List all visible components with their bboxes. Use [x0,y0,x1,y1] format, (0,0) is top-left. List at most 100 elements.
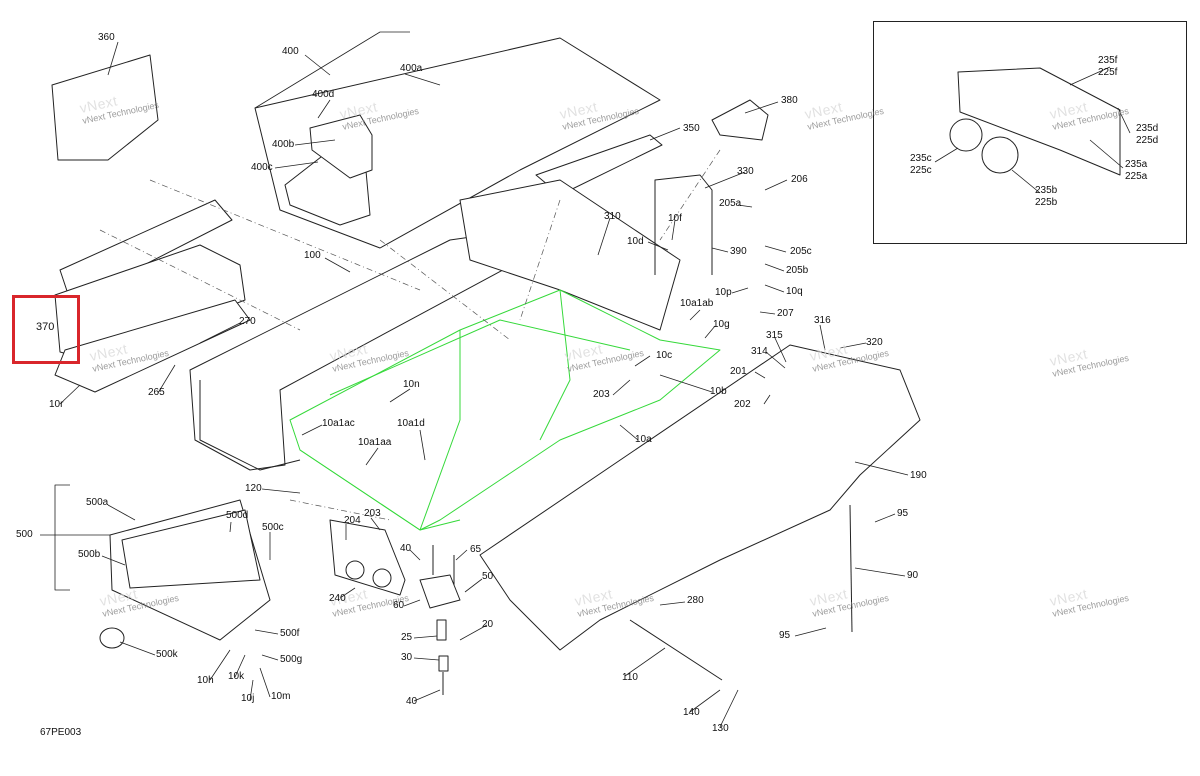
callout-400a[interactable]: 400a [400,63,423,74]
callout-314[interactable]: 314 [751,346,768,357]
inset-light-parts [949,67,1121,176]
callout-360[interactable]: 360 [98,32,115,43]
callout-60[interactable]: 60 [393,600,405,611]
callout-120[interactable]: 120 [245,483,262,494]
callout-10c[interactable]: 10c [656,350,673,361]
callout-500g[interactable]: 500g [280,654,303,665]
callout-201[interactable]: 201 [730,366,747,377]
callout-235f[interactable]: 235f [1098,55,1118,66]
callout-225c[interactable]: 225c [910,165,932,176]
callout-203[interactable]: 203 [593,389,610,400]
callout-330[interactable]: 330 [737,166,754,177]
callout-500a[interactable]: 500a [86,497,109,508]
hardware-fasteners [419,545,461,695]
callout-10a1d[interactable]: 10a1d [397,418,425,429]
callout-400c[interactable]: 400c [251,162,273,173]
callout-240[interactable]: 240 [329,593,346,604]
callout-110[interactable]: 110 [622,672,638,683]
callout-20[interactable]: 20 [482,619,494,630]
callout-205b[interactable]: 205b [786,265,809,276]
callout-400b[interactable]: 400b [272,139,295,150]
callout-10a1ac[interactable]: 10a1ac [322,418,355,429]
callout-10q[interactable]: 10q [786,286,803,297]
callout-500k[interactable]: 500k [156,649,178,660]
callout-235d[interactable]: 235d [1136,123,1159,134]
part-500-plate-assembly [99,499,271,649]
callout-10a1ab[interactable]: 10a1ab [680,298,714,309]
part-110-rod [629,619,723,681]
callout-40a[interactable]: 40 [400,543,412,554]
callout-204[interactable]: 204 [344,515,361,526]
callout-10h[interactable]: 10h [197,675,214,686]
callout-206[interactable]: 206 [791,174,808,185]
callout-10g[interactable]: 10g [713,319,730,330]
callout-280[interactable]: 280 [687,595,704,606]
callout-10j[interactable]: 10j [241,693,255,704]
callout-10r[interactable]: 10r [49,399,64,410]
callout-10p[interactable]: 10p [715,287,732,298]
callout-10d[interactable]: 10d [627,236,644,247]
part-90-strut [849,504,853,633]
part-240-bracket [329,519,406,596]
callout-10a[interactable]: 10a [635,434,652,445]
callout-350[interactable]: 350 [683,123,700,134]
callout-235b[interactable]: 235b [1035,185,1058,196]
callout-10a1aa[interactable]: 10a1aa [358,437,392,448]
callout-207[interactable]: 207 [777,308,794,319]
part-330-handle [654,174,713,275]
callout-235a[interactable]: 235a [1125,159,1148,170]
callout-10m[interactable]: 10m [271,691,291,702]
callout-10k[interactable]: 10k [228,671,245,682]
callout-500c[interactable]: 500c [262,522,284,533]
alignment-lines [99,149,721,521]
highlight-box-370[interactable] [12,295,80,364]
callout-225b[interactable]: 225b [1035,197,1058,208]
callout-500f[interactable]: 500f [280,628,300,639]
callout-205c[interactable]: 205c [790,246,812,257]
callout-202[interactable]: 202 [734,399,751,410]
leader-lines [40,41,1131,728]
callout-190[interactable]: 190 [910,470,927,481]
group-brackets [54,31,410,591]
callout-315[interactable]: 315 [766,330,783,341]
callout-90[interactable]: 90 [907,570,919,581]
part-10a-green-subframe [289,289,721,531]
callout-65[interactable]: 65 [470,544,482,555]
callout-310[interactable]: 310 [604,211,621,222]
callout-225f[interactable]: 225f [1098,67,1118,78]
callout-10f[interactable]: 10f [668,213,682,224]
callout-10n[interactable]: 10n [403,379,420,390]
callout-100[interactable]: 100 [304,250,321,261]
callout-320[interactable]: 320 [866,337,883,348]
callout-140[interactable]: 140 [683,707,700,718]
callout-30[interactable]: 30 [401,652,413,663]
callout-390[interactable]: 390 [730,246,747,257]
callout-235c[interactable]: 235c [910,153,932,164]
callout-400d[interactable]: 400d [312,89,335,100]
callout-203b[interactable]: 203 [364,508,381,519]
inset-detail-frame [873,21,1187,244]
callout-316[interactable]: 316 [814,315,831,326]
callout-205a[interactable]: 205a [719,198,742,209]
callout-270[interactable]: 270 [239,316,256,327]
callout-500b[interactable]: 500b [78,549,101,560]
callout-225d[interactable]: 225d [1136,135,1159,146]
callout-500d[interactable]: 500d [226,510,249,521]
callout-500[interactable]: 500 [16,529,33,540]
callout-380[interactable]: 380 [781,95,798,106]
callout-130[interactable]: 130 [712,723,729,734]
part-370-skid-plate [54,199,251,393]
callout-10b[interactable]: 10b [710,386,727,397]
callout-225a[interactable]: 225a [1125,171,1148,182]
callout-265[interactable]: 265 [148,387,165,398]
callout-50[interactable]: 50 [482,571,494,582]
callout-95a[interactable]: 95 [897,508,909,519]
main-frame-body [189,179,921,651]
callout-400[interactable]: 400 [282,46,299,57]
callout-40b[interactable]: 40 [406,696,418,707]
callout-25[interactable]: 25 [401,632,413,643]
callout-95b[interactable]: 95 [779,630,791,641]
callout-370[interactable]: 370 [36,321,55,333]
part-360-panel [51,54,159,161]
